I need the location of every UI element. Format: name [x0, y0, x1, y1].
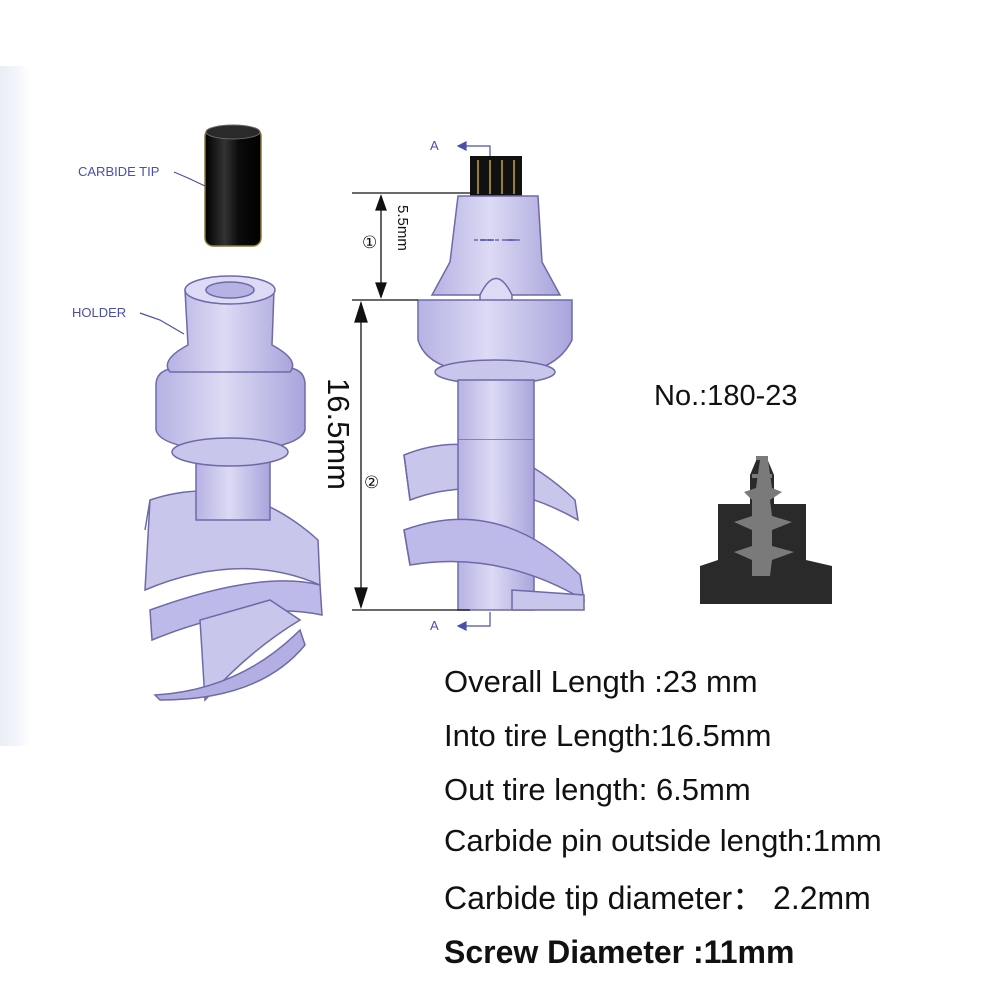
- dim-top-marker: ①: [362, 233, 377, 252]
- carbide-tip-part: [204, 124, 262, 247]
- spec-carbide-pin-outside-length: Carbide pin outside length:1mm: [444, 823, 882, 858]
- model-number: No.:180-23: [654, 380, 798, 412]
- carbide-tip-leader: [173, 171, 206, 187]
- spec-into-tire-length: Into tire Length:16.5mm: [444, 718, 772, 753]
- dim-main-value: 16.5mm: [321, 378, 356, 490]
- exploded-view: CARBIDE TIP HOLDER: [72, 124, 323, 702]
- section-label-top: A: [430, 138, 439, 153]
- spec-out-tire-length: Out tire length: 6.5mm: [444, 772, 751, 807]
- section-line: [456, 141, 491, 631]
- holder-part: [144, 275, 323, 702]
- dim-main-marker: ②: [364, 473, 379, 492]
- background-panel: [0, 66, 30, 746]
- spec-carbide-tip-diameter: Carbide tip diameter： 2.2mm: [444, 880, 871, 916]
- dimensioned-view: A A: [321, 138, 585, 633]
- section-label-bottom: A: [430, 618, 439, 633]
- dimension-lines: [352, 192, 516, 611]
- spec-screw-diameter: Screw Diameter :11mm: [444, 934, 795, 970]
- spec-list: Overall Length :23 mm Into tire Length:1…: [444, 655, 984, 979]
- installed-carbide-tip: [470, 156, 522, 196]
- holder-label: HOLDER: [72, 305, 126, 320]
- holder-leader: [139, 312, 185, 335]
- carbide-tip-label: CARBIDE TIP: [78, 164, 159, 179]
- spec-overall-length: Overall Length :23 mm: [444, 664, 758, 699]
- cross-section-icon: [700, 456, 832, 604]
- dim-top-value: 5.5mm: [394, 205, 411, 251]
- installed-stud-body: [403, 195, 585, 611]
